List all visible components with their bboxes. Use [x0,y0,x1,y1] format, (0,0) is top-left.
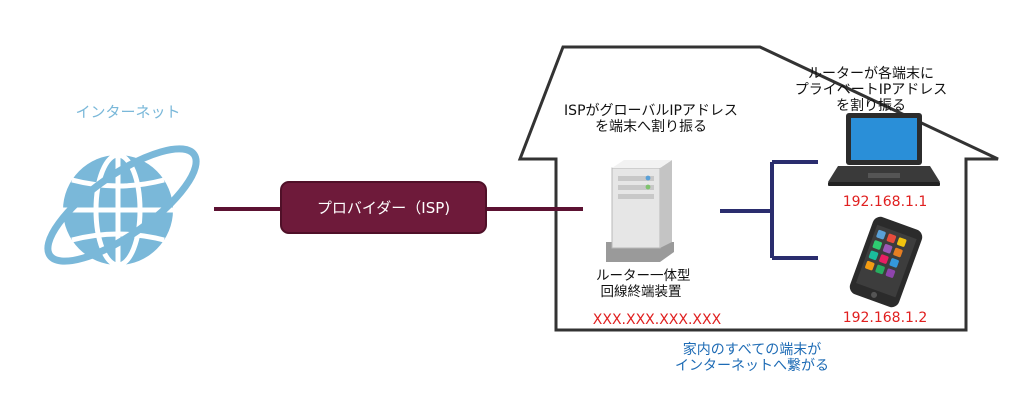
smartphone-icon [849,216,923,308]
onu-label: ルーター一体型 回線終端装置 [596,268,691,300]
laptop-ip-address: 192.168.1.1 [842,194,928,210]
server-icon [606,160,674,262]
onu-label-line1: ルーター一体型 [596,268,691,284]
onu-label-line2: 回線終端装置 [600,283,682,300]
router-assignment-note: ルーターが各端末に プライベートIPアドレス を割り振る [772,66,970,114]
smartphone-ip-address: 192.168.1.2 [842,310,928,326]
isp-assignment-note: ISPがグローバルIPアドレス を端末へ割り振る [556,103,746,135]
globe-icon [44,145,200,268]
footer-caption: 家内のすべての端末が インターネットへ繋がる [660,342,844,374]
internet-label: インターネット [75,103,181,121]
isp-assignment-line2: を端末へ割り振る [595,119,707,136]
isp-box: プロバイダー（ISP) [280,181,487,234]
laptop-icon [828,113,940,186]
footer-line1: 家内のすべての端末が [682,342,822,358]
isp-label: プロバイダー（ISP) [316,199,451,217]
isp-assignment-line1: ISPがグローバルIPアドレス [564,103,738,119]
house-outline [517,45,999,332]
router-assignment-line2: プライベートIPアドレス [794,82,948,99]
global-ip-address: XXX.XXX.XXX.XXX [592,312,722,328]
router-assignment-line3: を割り振る [836,98,906,115]
footer-line2: インターネットへ繋がる [675,358,829,375]
lan-lines [720,160,818,260]
router-assignment-line1: ルーターが各端末に [808,66,934,82]
